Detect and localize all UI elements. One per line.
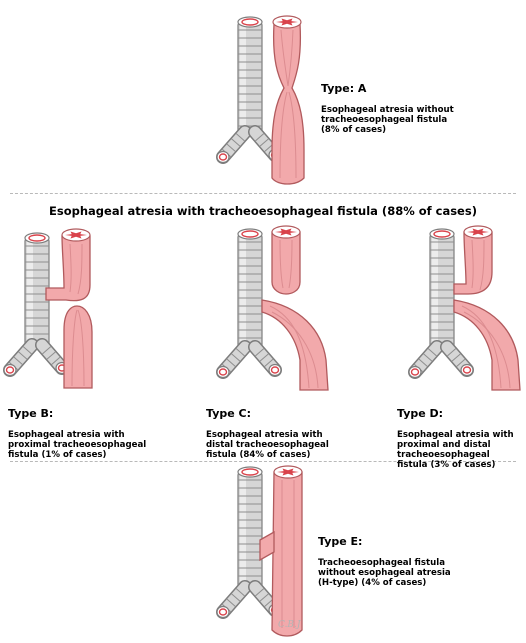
type-d-label: Type D: Esophageal atresia with proximal… [397, 397, 514, 470]
type-d-proximal-pouch [454, 232, 492, 294]
type-b-distal-segment [64, 306, 92, 388]
type-b-description: Esophageal atresia with proximal tracheo… [8, 430, 146, 460]
type-a-description: Esophageal atresia without tracheoesopha… [321, 105, 454, 135]
type-d-trachea-right-bronchus [447, 347, 473, 376]
type-e-description: Tracheoesophageal fistula without esopha… [318, 558, 451, 588]
type-b-proximal-pouch [46, 236, 90, 301]
type-e-trachea-left-bronchus [217, 587, 245, 618]
artist-signature: C.B.J [278, 620, 301, 630]
type-a-esophagus [272, 24, 304, 184]
type-c-esophagus-lumen [272, 226, 300, 238]
type-b-label: Type B: Esophageal atresia with proximal… [8, 397, 146, 460]
type-b-esophagus-lumen [62, 229, 90, 241]
type-a-trachea-left-bronchus [217, 132, 245, 163]
type-c-trachea-left-bronchus [217, 347, 245, 378]
type-e-title: Type E: [318, 535, 451, 548]
type-e-label: Type E: Tracheoesophageal fistula withou… [318, 525, 451, 588]
type-a-title: Type: A [321, 82, 454, 95]
type-e-esophagus [272, 472, 302, 636]
type-a-esophagus-lumen [273, 16, 301, 28]
section-heading: Esophageal atresia with tracheoesophagea… [0, 204, 526, 218]
type-c-description: Esophageal atresia with distal tracheoes… [206, 430, 329, 460]
type-a-trachea [217, 17, 281, 163]
type-c-title: Type C: [206, 407, 329, 420]
type-c-trachea-right-bronchus [255, 347, 281, 376]
type-c-distal-segment [262, 300, 328, 390]
type-c-label: Type C: Esophageal atresia with distal t… [206, 397, 329, 460]
type-c-proximal-pouch [272, 232, 300, 294]
type-b-trachea [4, 233, 68, 376]
divider-top [10, 193, 516, 194]
type-d-trachea-left-bronchus [409, 347, 437, 378]
type-b-trachea-left-bronchus [4, 345, 32, 376]
type-a-label: Type: A Esophageal atresia without trach… [321, 72, 454, 135]
type-d-title: Type D: [397, 407, 514, 420]
type-d-description: Esophageal atresia with proximal and dis… [397, 430, 514, 470]
type-e-esophagus-lumen [274, 466, 302, 478]
type-d-distal-segment [454, 300, 520, 390]
type-d-esophagus-lumen [464, 226, 492, 238]
type-b-title: Type B: [8, 407, 146, 420]
